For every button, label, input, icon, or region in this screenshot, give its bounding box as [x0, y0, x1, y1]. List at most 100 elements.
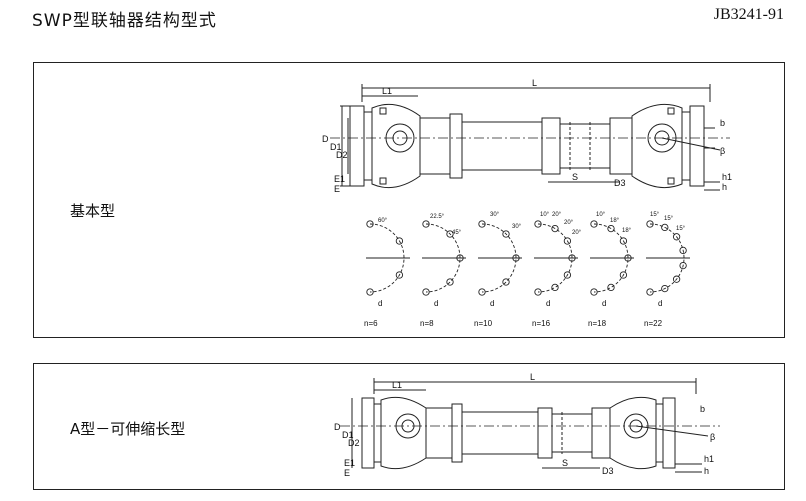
bolt-hole — [607, 283, 615, 292]
panel-a-type-label: A型－可伸缩长型 — [70, 420, 186, 438]
bolt-hole — [679, 246, 687, 255]
angle-n18-2: 18° — [622, 228, 632, 234]
pattern-label-n10: n=10 — [474, 319, 493, 328]
dim-L1-a: L1 — [392, 380, 402, 390]
bolt-circle-arc — [649, 223, 685, 293]
dim-D1: D1 — [330, 142, 342, 152]
angle-n18-1: 18° — [610, 218, 620, 224]
angle-n22-2: 15° — [676, 226, 686, 232]
angle-n16-3: 20° — [572, 230, 582, 236]
dim-E: E — [334, 184, 340, 194]
bolt-hole — [672, 275, 681, 283]
angle-n18-0: 10° — [596, 212, 606, 218]
dim-D-a: D — [334, 422, 341, 432]
bolt-hole — [422, 288, 430, 296]
dim-b: b — [720, 118, 725, 128]
dim-D: D — [322, 134, 329, 144]
bolt-hole — [551, 283, 559, 292]
coupling-drawing-basic: L L1 D D1 D2 E1 E S D3 b β h1 h — [322, 78, 732, 194]
bolt-circle-arc — [369, 223, 405, 293]
dim-E1: E1 — [334, 174, 345, 184]
bolt-hole — [512, 254, 520, 262]
bolt-hole — [478, 220, 486, 228]
dim-S: S — [572, 172, 578, 182]
angle-n10-0: 30° — [490, 212, 500, 218]
bolt-hole — [590, 288, 598, 296]
bolt-hole — [646, 220, 654, 228]
dim-h1: h1 — [722, 172, 732, 182]
coupling-drawing-a-type: L L1 D D1 D2 E1 E S D3 b β h1 h — [334, 372, 720, 478]
bolt-hole — [646, 288, 654, 296]
hole-diameter-label: d — [602, 299, 606, 308]
panel-a-type — [33, 363, 785, 490]
bolt-hole — [446, 278, 454, 286]
dim-beta-a: β — [710, 432, 715, 442]
bolt-hole — [619, 237, 628, 245]
flange-pattern-row: d d d d d d n=6 n=8 n=10 n=16 n=18 n=22 60° 2… — [364, 212, 690, 328]
dim-D2: D2 — [336, 150, 348, 160]
hole-diameter-label: d — [434, 299, 438, 308]
dim-S-a: S — [562, 458, 568, 468]
bolt-hole — [672, 233, 681, 241]
dim-beta: β — [720, 146, 725, 156]
dim-D3-a: D3 — [602, 466, 614, 476]
dim-L-a: L — [530, 372, 535, 382]
angle-n8-0: 22.5° — [430, 214, 445, 220]
angle-n6-0: 60° — [378, 218, 388, 224]
hole-diameter-label: d — [546, 299, 550, 308]
bolt-hole — [502, 230, 510, 238]
bolt-hole — [551, 224, 559, 233]
angle-n22-0: 15° — [650, 212, 660, 218]
bolt-circle-arc — [481, 223, 517, 293]
panel-basic-type-label: 基本型 — [70, 202, 116, 220]
bolt-hole — [624, 254, 632, 262]
angle-n22-1: 15° — [664, 216, 674, 222]
hole-diameter-label: d — [378, 299, 382, 308]
panel-basic-type — [33, 62, 785, 338]
bolt-hole — [563, 237, 572, 245]
bolt-hole — [502, 278, 510, 286]
bolt-hole — [456, 254, 464, 262]
dim-D3: D3 — [614, 178, 626, 188]
page-header-title: SWP型联轴器结构型式 — [32, 11, 217, 31]
dim-L1: L1 — [382, 86, 392, 96]
bolt-hole — [661, 223, 669, 232]
pattern-label-n16: n=16 — [532, 319, 551, 328]
pattern-label-n18: n=18 — [588, 319, 607, 328]
standard-code: JB3241-91 — [713, 6, 784, 23]
angle-n8-1: 45° — [452, 230, 462, 236]
hole-diameter-label: d — [490, 299, 494, 308]
bolt-hole — [563, 271, 572, 279]
angle-n10-1: 30° — [512, 224, 522, 230]
bolt-hole — [661, 284, 669, 293]
bolt-hole — [534, 288, 542, 296]
dim-E1-a: E1 — [344, 458, 355, 468]
bolt-hole — [590, 220, 598, 228]
bolt-hole — [478, 288, 486, 296]
dim-D2-a: D2 — [348, 438, 360, 448]
bolt-hole — [366, 220, 374, 228]
bolt-hole — [395, 271, 404, 279]
bolt-hole — [395, 237, 404, 245]
bolt-hole — [607, 224, 615, 233]
bolt-hole — [366, 288, 374, 296]
bolt-hole — [534, 220, 542, 228]
dim-h-a: h — [704, 466, 709, 476]
angle-n16-1: 20° — [552, 212, 562, 218]
dim-L: L — [532, 78, 537, 88]
pattern-label-n6: n=6 — [364, 319, 378, 328]
bolt-hole — [679, 261, 687, 270]
dim-h: h — [722, 182, 727, 192]
dim-b-a: b — [700, 404, 705, 414]
pattern-label-n22: n=22 — [644, 319, 663, 328]
angle-n16-2: 20° — [564, 220, 574, 226]
bolt-hole — [619, 271, 628, 279]
hole-diameter-label: d — [658, 299, 662, 308]
dim-E-a: E — [344, 468, 350, 478]
angle-n16-0: 10° — [540, 212, 550, 218]
bolt-circle-arc — [425, 223, 461, 293]
pattern-label-n8: n=8 — [420, 319, 434, 328]
dim-h1-a: h1 — [704, 454, 714, 464]
bolt-hole — [446, 230, 454, 238]
bolt-hole — [422, 220, 430, 228]
